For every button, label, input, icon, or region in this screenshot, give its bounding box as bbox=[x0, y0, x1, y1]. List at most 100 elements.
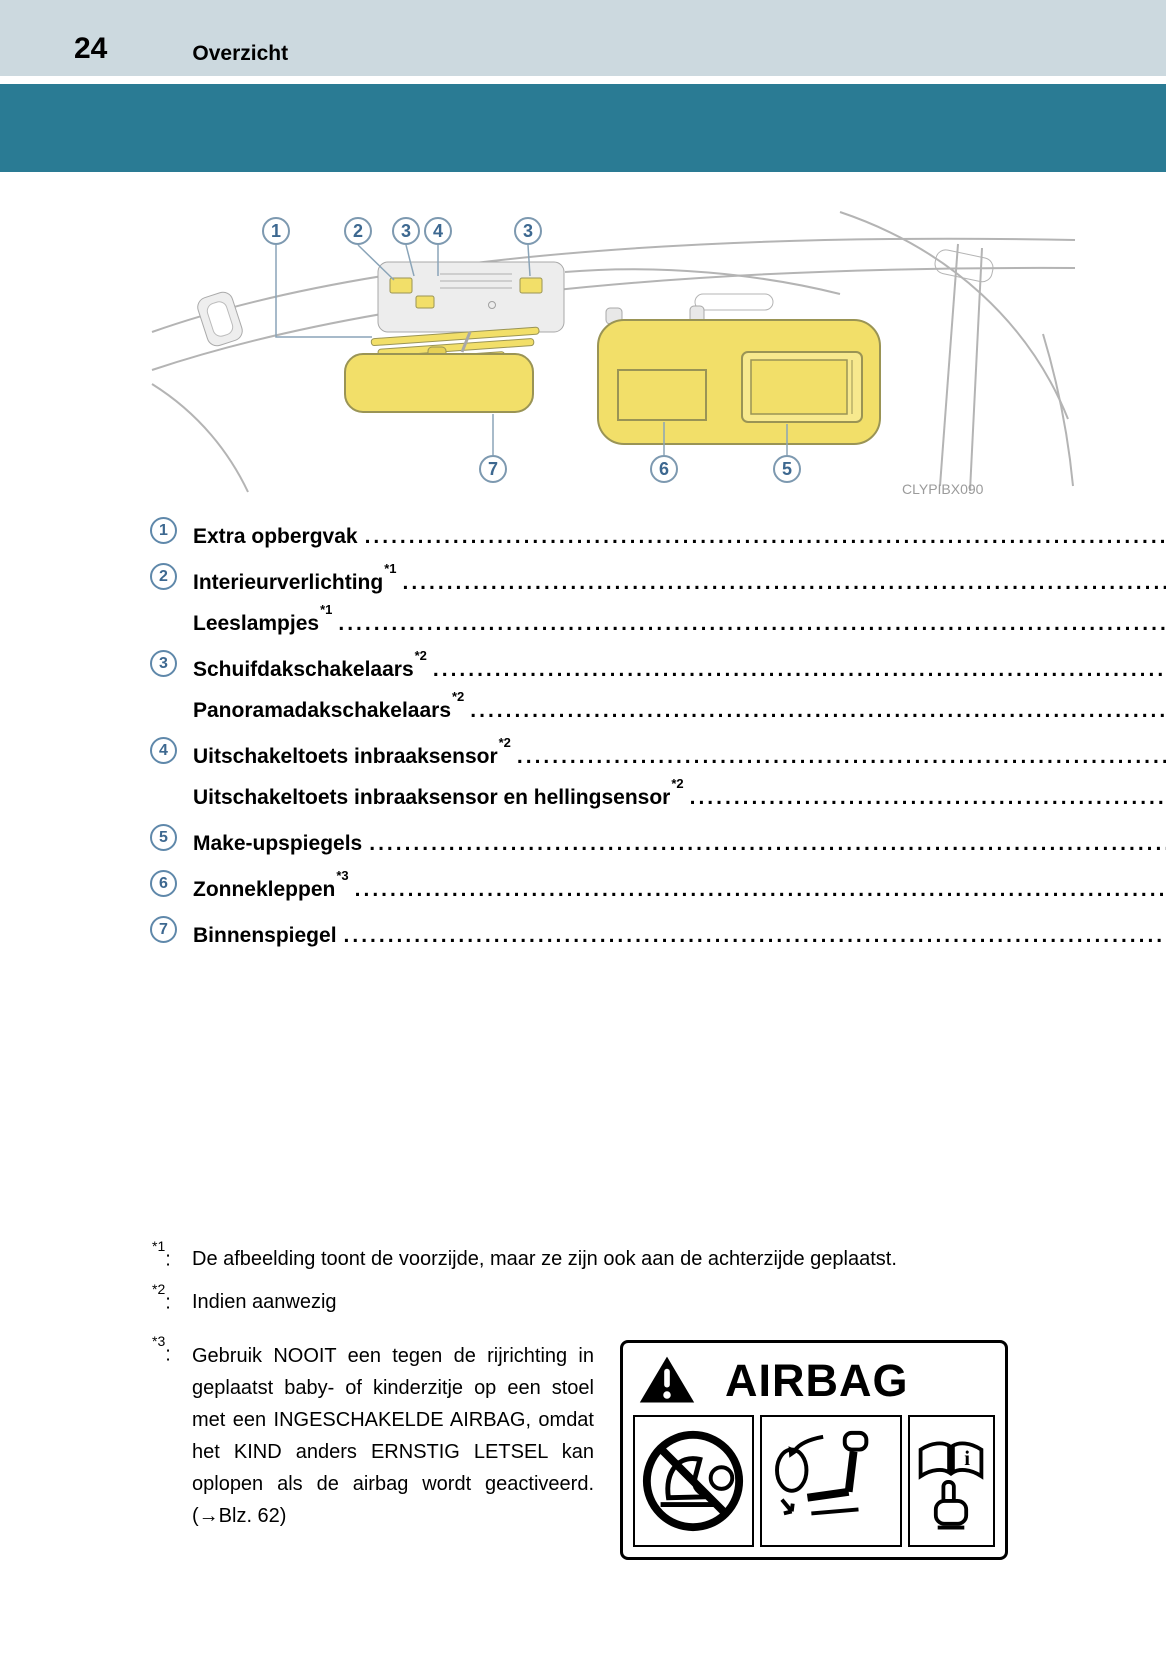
legend-line: Panoramadakschakelaars*2 Blz. 282 bbox=[193, 687, 1166, 728]
dot-leader bbox=[433, 652, 1166, 687]
legend-label: Panoramadakschakelaars*2 bbox=[193, 689, 465, 722]
footnote-1: *1: De afbeelding toont de voorzijde, ma… bbox=[152, 1238, 1052, 1273]
callouts: 1 2 3 4 3 7 6 bbox=[262, 217, 801, 483]
legend-number: 1 bbox=[150, 517, 177, 544]
callout-4: 4 bbox=[424, 217, 452, 245]
dot-leader bbox=[365, 519, 1166, 554]
page-header: 24 Overzicht bbox=[0, 0, 1166, 76]
footnotes: *1: De afbeelding toont de voorzijde, ma… bbox=[152, 1238, 1052, 1560]
warning-triangle-icon bbox=[639, 1356, 695, 1403]
footnote-text: Gebruik NOOIT een tegen de rijrichting i… bbox=[192, 1345, 594, 1527]
callout-3-right: 3 bbox=[514, 217, 542, 245]
legend-line: Extra opbergvak Blz. 639 bbox=[193, 513, 1166, 554]
svg-text:2: 2 bbox=[353, 221, 363, 241]
airbag-warning-label: AIRBAG bbox=[620, 1340, 1008, 1560]
legend-item-1: 1 Extra opbergvak Blz. 639 bbox=[150, 513, 950, 554]
car-ceiling-diagram: 1 2 3 4 3 7 6 bbox=[151, 211, 1076, 497]
mirror-stem bbox=[460, 331, 472, 353]
legend-line: Uitschakeltoets inbraaksensor*2 Blz. 103 bbox=[193, 733, 1166, 774]
legend-label: Extra opbergvak bbox=[193, 525, 358, 548]
legend-line: Leeslampjes*1 Blz. 632 bbox=[193, 600, 1166, 641]
callout-3-left: 3 bbox=[392, 217, 420, 245]
airbag-title: AIRBAG bbox=[725, 1354, 909, 1406]
legend-label: Schuifdakschakelaars*2 bbox=[193, 648, 427, 681]
legend-label: Leeslampjes*1 bbox=[193, 602, 333, 635]
callout-1: 1 bbox=[262, 217, 290, 245]
callout-lines bbox=[275, 244, 788, 455]
dot-leader bbox=[470, 693, 1166, 728]
legend-label: Uitschakeltoets inbraaksensor*2 bbox=[193, 735, 511, 768]
inner-mirror bbox=[344, 353, 534, 413]
legend-line: Uitschakeltoets inbraaksensor en helling… bbox=[193, 774, 1166, 815]
callout-6: 6 bbox=[650, 455, 678, 483]
svg-text:6: 6 bbox=[659, 459, 669, 479]
airbag-deployment-icon bbox=[759, 1415, 902, 1547]
legend-label: Zonnekleppen*3 bbox=[193, 868, 349, 901]
footnote-text: De afbeelding toont de voorzijde, maar z… bbox=[192, 1248, 897, 1270]
footnote-text: Indien aanwezig bbox=[192, 1291, 337, 1313]
dot-leader bbox=[403, 565, 1166, 600]
legend-number: 3 bbox=[150, 650, 177, 677]
no-rear-facing-child-seat-icon bbox=[633, 1415, 754, 1547]
sunroof-switch bbox=[415, 295, 435, 309]
dot-leader bbox=[344, 918, 1166, 953]
legend-label: Interieurverlichting*1 bbox=[193, 561, 397, 594]
legend-line: Interieurverlichting*1 Blz. 631 bbox=[193, 559, 1166, 600]
legend-line: Make-upspiegels Blz. 648 bbox=[193, 820, 1166, 861]
svg-text:4: 4 bbox=[433, 221, 443, 241]
airbag-label-pictograms: i bbox=[633, 1415, 995, 1547]
figure-code: CLYPIBX090 bbox=[902, 481, 984, 497]
svg-text:3: 3 bbox=[401, 221, 411, 241]
visor-card-holder bbox=[617, 369, 707, 421]
dot-leader bbox=[355, 872, 1166, 907]
legend-line: Zonnekleppen*3 Blz. 648 bbox=[193, 866, 1166, 907]
callout-5: 5 bbox=[773, 455, 801, 483]
owners-manual-icon: i bbox=[907, 1415, 995, 1547]
legend-item-7: 7 Binnenspiegel Blz. 268 bbox=[150, 912, 950, 953]
legend-label: Make-upspiegels bbox=[193, 832, 363, 855]
chapter-color-band bbox=[0, 84, 1166, 172]
section-title: Overzicht bbox=[192, 42, 289, 65]
dot-leader bbox=[338, 606, 1166, 641]
legend-number: 4 bbox=[150, 737, 177, 764]
dot-leader bbox=[517, 739, 1166, 774]
legend-item-6: 6 Zonnekleppen*3 Blz. 648 bbox=[150, 866, 950, 907]
dot-leader bbox=[369, 826, 1166, 861]
ceiling-contours bbox=[151, 211, 1076, 493]
page-number: 24 bbox=[74, 32, 108, 65]
legend-number: 5 bbox=[150, 824, 177, 851]
callout-7: 7 bbox=[479, 455, 507, 483]
legend-label: Binnenspiegel bbox=[193, 924, 337, 947]
footnote-marker: *1: bbox=[152, 1238, 171, 1271]
footnote-marker: *2: bbox=[152, 1281, 171, 1314]
rear-dome-light bbox=[694, 293, 774, 311]
legend-label: Uitschakeltoets inbraaksensor en helling… bbox=[193, 776, 684, 809]
legend-line: Binnenspiegel Blz. 268 bbox=[193, 912, 1166, 953]
svg-text:5: 5 bbox=[782, 459, 792, 479]
svg-text:7: 7 bbox=[488, 459, 498, 479]
svg-text:i: i bbox=[965, 1446, 971, 1470]
legend-item-2: 2 Interieurverlichting*1 Blz. 631 Leesla… bbox=[150, 559, 950, 641]
legend-number: 2 bbox=[150, 563, 177, 590]
legend-list: 1 Extra opbergvak Blz. 639 2 Interieurve… bbox=[150, 513, 950, 953]
svg-text:1: 1 bbox=[271, 221, 281, 241]
left-grab-handle bbox=[197, 291, 243, 347]
legend-number: 7 bbox=[150, 916, 177, 943]
footnote-3: *3: Gebruik NOOIT een tegen de rijrichti… bbox=[152, 1333, 1052, 1560]
legend-item-5: 5 Make-upspiegels Blz. 648 bbox=[150, 820, 950, 861]
footnote-marker: *3: bbox=[152, 1333, 171, 1366]
interior-light-switch bbox=[389, 277, 413, 294]
legend-item-4: 4 Uitschakeltoets inbraaksensor*2 Blz. 1… bbox=[150, 733, 950, 815]
legend-item-3: 3 Schuifdakschakelaars*2 Blz. 278 Panora… bbox=[150, 646, 950, 728]
vanity-mirror bbox=[741, 351, 863, 423]
overhead-console bbox=[377, 261, 565, 333]
intrusion-sensor-switch bbox=[519, 277, 543, 294]
dot-leader bbox=[690, 780, 1166, 815]
airbag-label-header: AIRBAG bbox=[633, 1351, 995, 1415]
right-grab-handle bbox=[934, 249, 994, 283]
legend-line: Schuifdakschakelaars*2 Blz. 278 bbox=[193, 646, 1166, 687]
callout-2: 2 bbox=[344, 217, 372, 245]
interior-overview-illustration: 1 2 3 4 3 7 6 bbox=[140, 204, 1085, 499]
svg-text:3: 3 bbox=[523, 221, 533, 241]
footnote-2: *2: Indien aanwezig bbox=[152, 1281, 1052, 1316]
